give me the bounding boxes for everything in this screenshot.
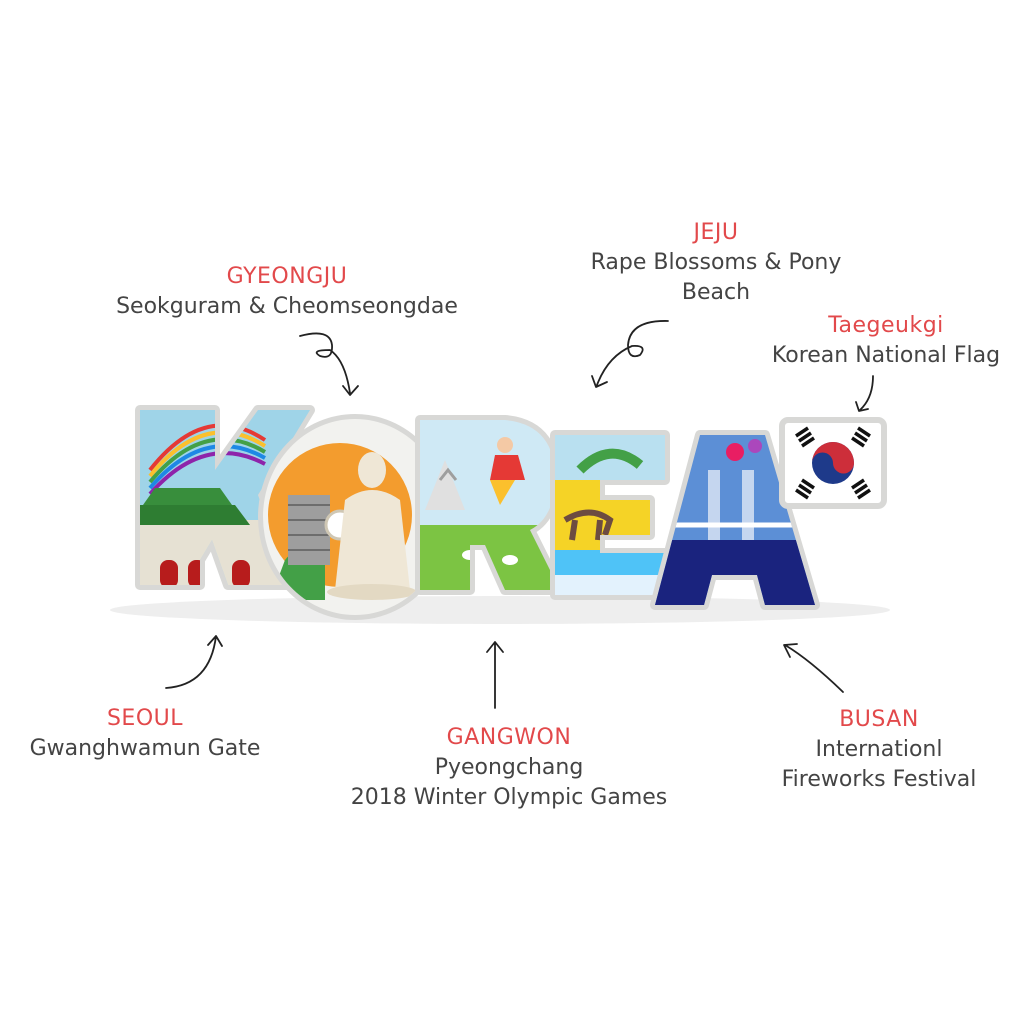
region-description-jeju-line1: Rape Blossoms & Pony — [590, 250, 842, 275]
region-name-jeju: JEJU — [693, 220, 739, 245]
region-name-seoul: SEOUL — [106, 706, 184, 731]
seoul-annotation: SEOUL Gwanghwamun Gate — [14, 704, 276, 764]
region-name-gyeongju: GYEONGJU — [226, 264, 348, 289]
gangwon-annotation: GANGWON Pyeongchang 2018 Winter Olympic … — [333, 723, 685, 813]
busan-annotation: BUSAN Internationl Fireworks Festival — [769, 705, 989, 795]
jeju-annotation: JEJU Rape Blossoms & Pony Beach — [576, 218, 856, 308]
region-description-taegeukgi: Korean National Flag — [771, 343, 1001, 368]
region-name-busan: BUSAN — [839, 707, 919, 732]
arrow-taegeukgi-icon — [855, 375, 874, 412]
region-description-seoul: Gwanghwamun Gate — [29, 736, 261, 761]
arrow-seoul-icon — [165, 635, 223, 689]
letter-r-gangwon — [415, 415, 565, 595]
arrow-gyeongju-icon — [299, 332, 359, 396]
taegeukgi-flag — [779, 417, 887, 509]
region-description-jeju-line2: Beach — [681, 280, 751, 305]
arrow-gangwon-icon — [486, 641, 504, 709]
arrow-busan-icon — [783, 643, 844, 693]
region-description-busan-line1: Internationl — [815, 737, 943, 762]
region-description-busan-line2: Fireworks Festival — [781, 767, 977, 792]
region-description-gangwon-line1: Pyeongchang — [434, 755, 584, 780]
region-description-gangwon-line2: 2018 Winter Olympic Games — [350, 785, 668, 810]
gyeongju-annotation: GYEONGJU Seokguram & Cheomseongdae — [107, 262, 467, 322]
region-name-taegeukgi: Taegeukgi — [828, 313, 944, 338]
letter-e-jeju — [550, 430, 673, 600]
region-description-gyeongju: Seokguram & Cheomseongdae — [116, 294, 458, 319]
taegeukgi-annotation: Taegeukgi Korean National Flag — [758, 311, 1014, 371]
arrow-jeju-icon — [591, 320, 669, 388]
region-name-gangwon: GANGWON — [446, 725, 572, 750]
